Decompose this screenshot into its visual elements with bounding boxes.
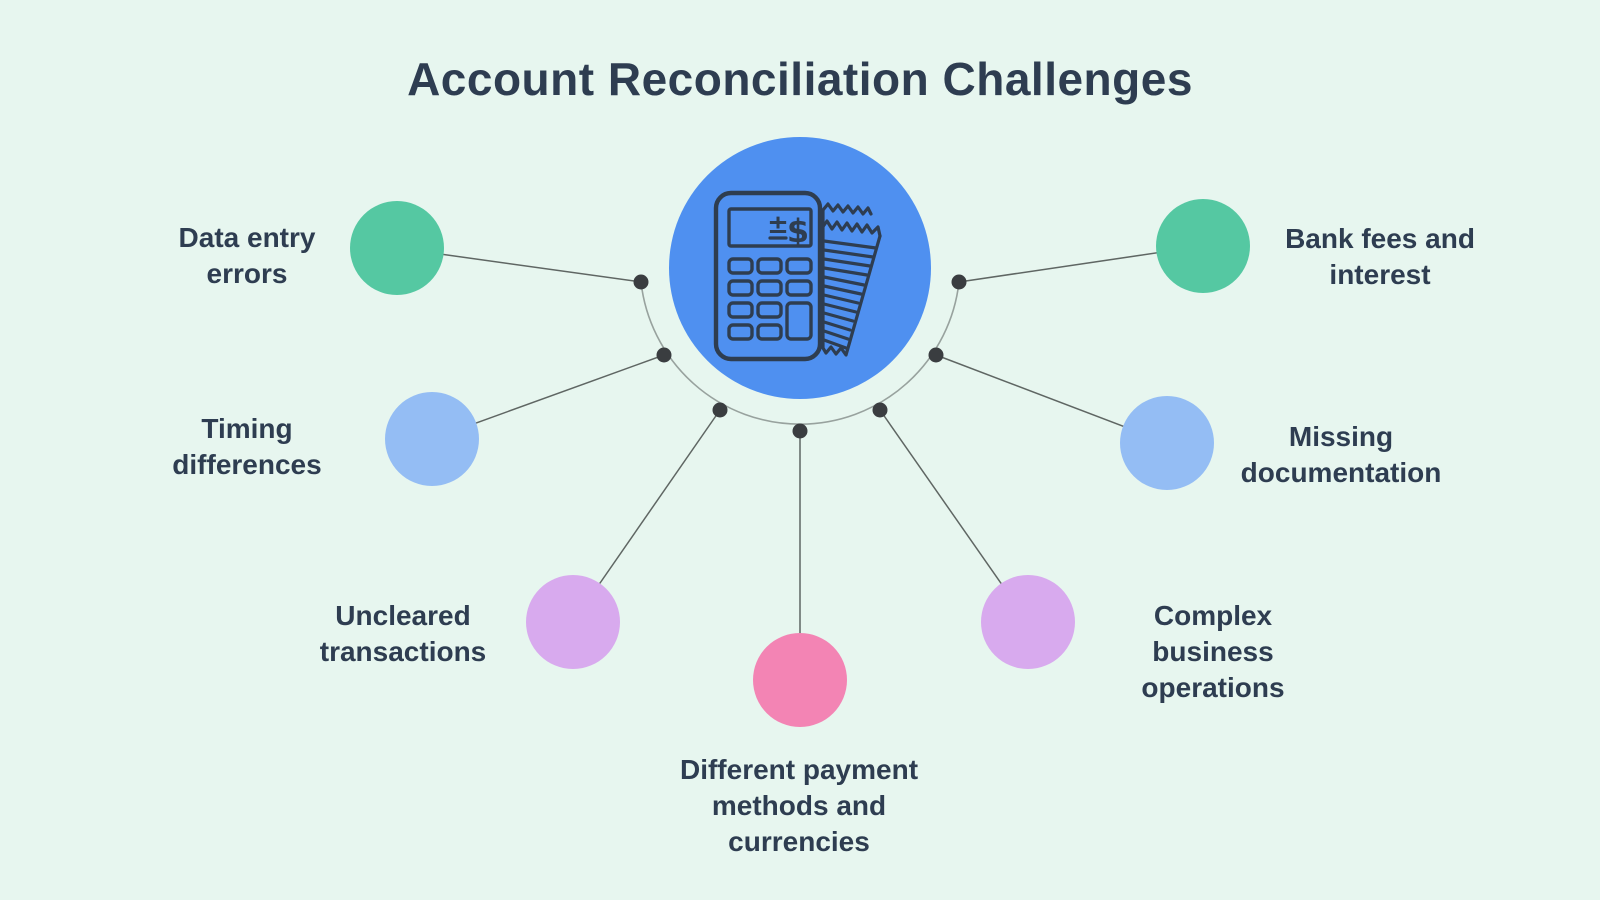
- challenge-label-uncleared-transactions: Uncleared transactions: [319, 600, 487, 667]
- challenge-circle-uncleared-transactions: [526, 575, 620, 669]
- challenge-label-different-payment-methods: Different payment methods and currencies: [679, 754, 919, 857]
- page-title: Account Reconciliation Challenges: [407, 53, 1193, 105]
- plus-minus-symbol: ±: [767, 210, 789, 240]
- challenge-circle-missing-documentation: [1120, 396, 1214, 490]
- node-dot: [656, 347, 672, 363]
- challenge-label-data-entry-errors: Data entry errors: [178, 222, 316, 289]
- challenge-circle-different-payment-methods: [753, 633, 847, 727]
- challenge-circle-data-entry-errors: [350, 201, 444, 295]
- calculator-keypad: [727, 257, 813, 341]
- dollar-symbol: $: [787, 212, 809, 250]
- receipt-shape: [820, 202, 882, 357]
- challenge-label-missing-documentation: Missing documentation: [1240, 421, 1442, 488]
- node-dot: [951, 274, 967, 290]
- challenge-label-timing-differences: Timing differences: [172, 413, 322, 480]
- calculator-receipt-icon: ± $: [713, 190, 882, 362]
- node-dot: [928, 347, 944, 363]
- node-dot: [792, 423, 808, 439]
- calculator-display: [727, 207, 813, 248]
- node-dot: [712, 402, 728, 418]
- challenge-circle-timing-differences: [385, 392, 479, 486]
- challenge-label-complex-business-operations: Complex business operations: [1141, 600, 1285, 703]
- node-dot: [633, 274, 649, 290]
- challenge-circle-complex-business-operations: [981, 575, 1075, 669]
- node-dot: [872, 402, 888, 418]
- challenge-label-bank-fees-interest: Bank fees and interest: [1285, 223, 1475, 290]
- challenge-circle-bank-fees-interest: [1156, 199, 1250, 293]
